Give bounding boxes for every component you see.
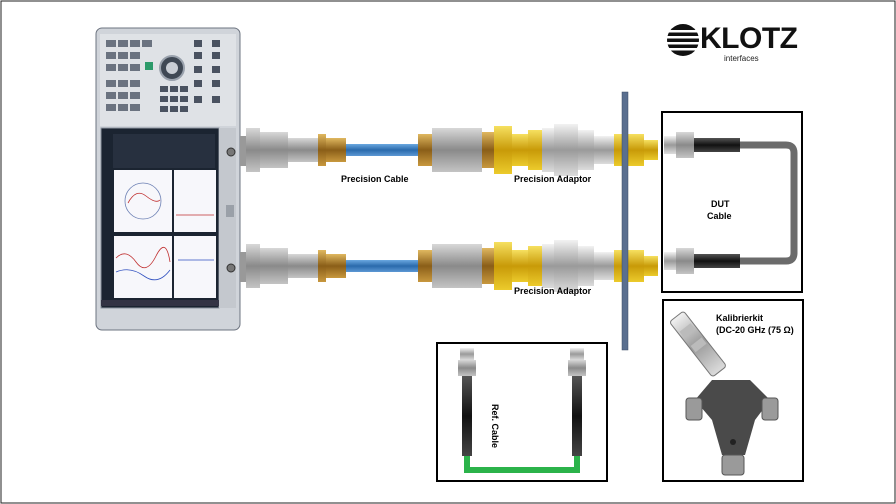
dut-label-line1: DUT xyxy=(711,199,730,209)
klotz-logo-mark xyxy=(667,24,699,56)
precision-cable-label: Precision Cable xyxy=(341,174,409,184)
precision-adaptor-label-lower: Precision Adaptor xyxy=(514,286,592,296)
dut-label-line2: Cable xyxy=(707,211,732,221)
calkit-label-line2: (DC-20 GHz (75 Ω) xyxy=(716,325,794,335)
upper-connection-chain xyxy=(240,124,658,176)
dut-cable-assembly xyxy=(664,132,798,274)
brand-tagline: interfaces xyxy=(724,54,759,63)
calibration-kit xyxy=(670,311,779,476)
network-analyzer xyxy=(95,27,241,331)
lower-connection-chain xyxy=(240,240,658,292)
precision-cable-lower xyxy=(346,260,418,272)
ref-cable-assembly xyxy=(458,348,586,473)
brand-logo-text: KLOTZ xyxy=(700,22,798,55)
bulkhead-panel xyxy=(621,91,629,351)
ref-cable-label: Ref. Cable xyxy=(490,404,500,449)
precision-adaptor-label-upper: Precision Adaptor xyxy=(514,174,592,184)
precision-cable-upper xyxy=(346,144,418,156)
calkit-label-line1: Kalibrierkit xyxy=(716,313,764,323)
